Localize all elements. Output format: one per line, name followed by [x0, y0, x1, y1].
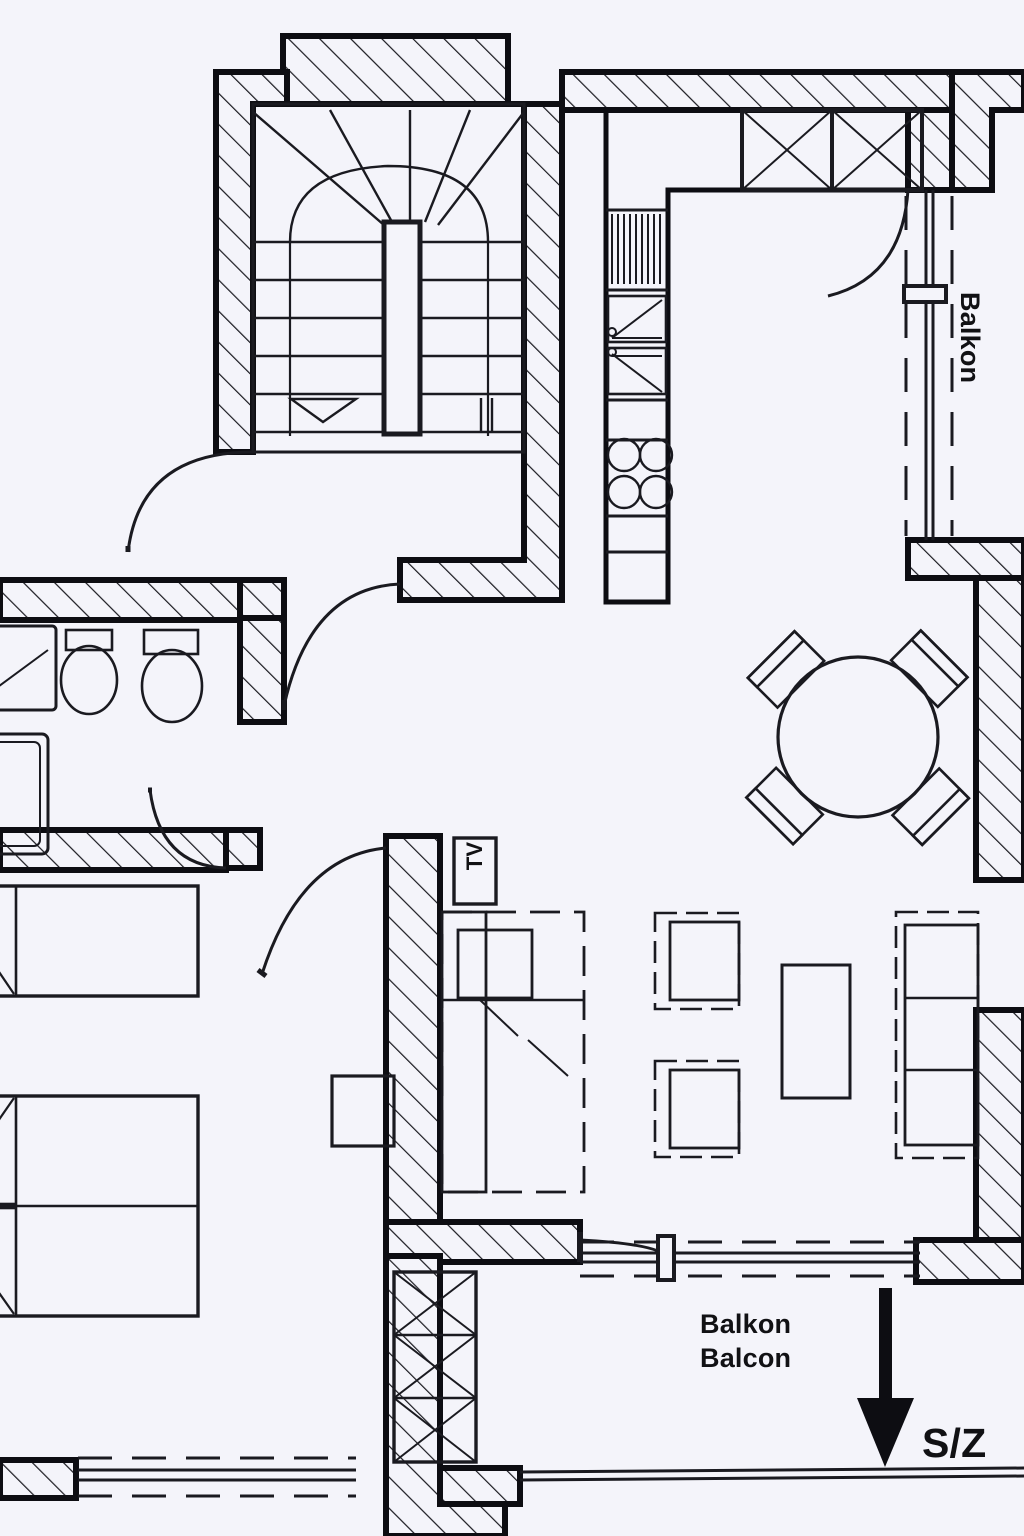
balcony-bottom-label-de: Balkon: [700, 1309, 792, 1339]
bedroom-door: [256, 846, 387, 978]
bathtub: [0, 732, 50, 856]
armchair-upper: [653, 911, 741, 1011]
toilet-left: [59, 628, 119, 716]
orientation-arrow: [857, 1288, 914, 1467]
wardrobe: [392, 1270, 478, 1464]
balcony-bottom-label: Balkon Balcon: [700, 1307, 791, 1375]
bottom-window: [78, 1456, 356, 1498]
orientation-label: S/Z: [922, 1420, 987, 1466]
toilet-right: [140, 628, 204, 724]
balcony-bottom-label-fr: Balcon: [700, 1343, 792, 1373]
tv-label-box: [452, 836, 498, 906]
stairwell: [251, 102, 526, 454]
kitchen-stove: [606, 437, 674, 510]
bedroom-furniture: [0, 884, 200, 1318]
balcony-bottom: [580, 1234, 920, 1282]
dining-set: [744, 628, 971, 847]
coffee-table: [780, 963, 852, 1100]
balcony-right-label: Balkon: [955, 292, 985, 384]
bed-upper: [0, 884, 200, 998]
dining-table: [776, 655, 940, 819]
dish-rack: [611, 214, 661, 284]
living-room-seating: [653, 910, 980, 1160]
hall-to-kitchen-door: [281, 582, 401, 710]
bottom-edge: [519, 1466, 1024, 1482]
walls: [0, 33, 1024, 1536]
entry-door-stairwell: [125, 450, 254, 553]
sofa-three-seat: [894, 910, 980, 1160]
washbasin: [0, 624, 58, 712]
upper-cabinets: [740, 108, 924, 192]
tv-area: [330, 836, 586, 1194]
bathroom-door: [148, 787, 227, 870]
kitchen-fixtures: [606, 108, 924, 554]
kitchen-sink-lower: [606, 346, 668, 396]
doors: [125, 189, 910, 1262]
armchair-lower: [653, 1059, 741, 1159]
kitchen-sink-upper: [606, 294, 668, 344]
bed-lower: [0, 1094, 200, 1318]
balcony-right: [902, 190, 954, 540]
bathroom-fixtures: [0, 624, 204, 856]
tv-label: TV: [462, 841, 487, 871]
nightstand: [330, 1074, 396, 1148]
dining-chairs: [744, 628, 971, 847]
